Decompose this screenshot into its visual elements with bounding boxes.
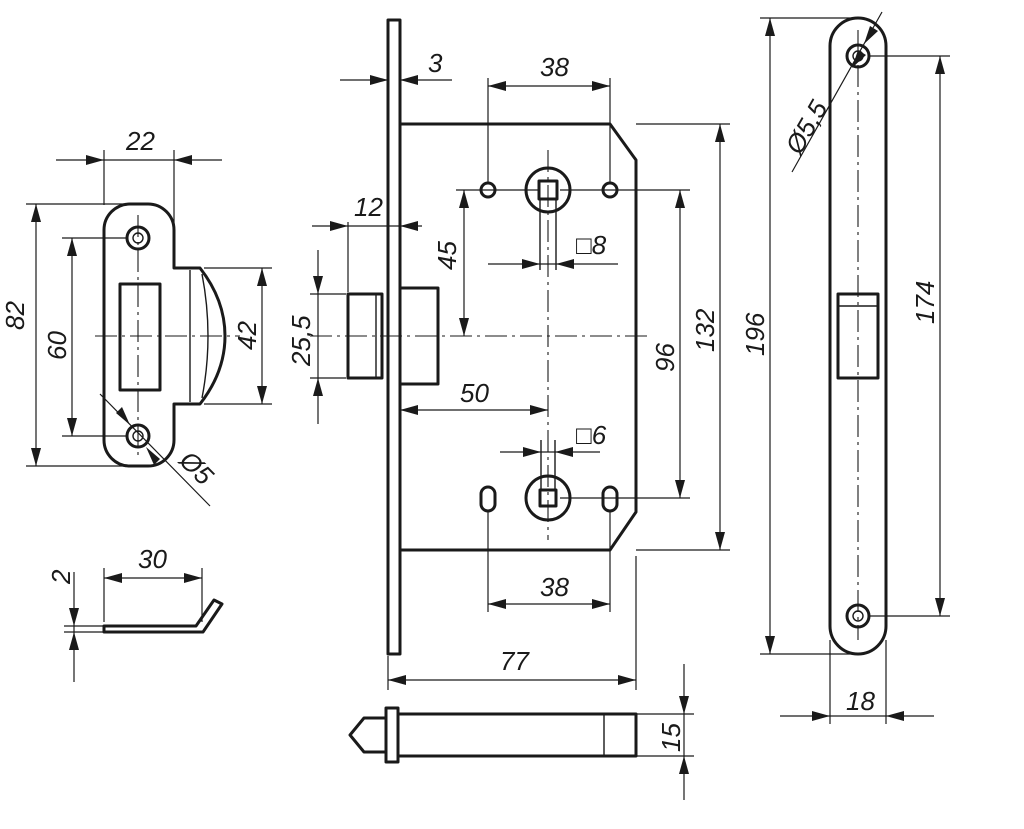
spindle-square-label: □8 (576, 230, 607, 260)
latch-offset-label: 12 (354, 192, 383, 222)
profile-width-label: 30 (138, 544, 167, 574)
faceplate-hole-spacing-label: 174 (910, 281, 940, 324)
handle-to-latch-label: 45 (432, 241, 462, 270)
strike-plate-profile: 2 30 (46, 544, 224, 682)
top-holes-spacing-label: 38 (540, 52, 569, 82)
backset-label: 50 (460, 378, 489, 408)
strike-plate-front-view (95, 202, 240, 468)
thumbturn-square-label: □6 (576, 420, 607, 450)
lock-body-front-view (310, 18, 650, 656)
strike-hole-diameter-label: Ø5 (173, 444, 220, 491)
faceplate-height-label: 196 (740, 312, 770, 356)
strike-lip-height-label: 42 (232, 321, 262, 350)
body-height-label: 132 (690, 308, 720, 352)
strike-height-label: 82 (0, 301, 30, 330)
body-depth-label: 77 (500, 646, 530, 676)
lock-body-dimensions: 3 38 12 45 □8 25,5 5 (286, 48, 730, 690)
strike-hole-spacing-label: 60 (42, 331, 72, 360)
faceplate-width-label: 18 (846, 686, 875, 716)
faceplate-hole-diameter-label: Ø5,5 (779, 95, 834, 160)
handle-centers-label: 96 (650, 343, 680, 372)
latch-height-label: 25,5 (286, 315, 316, 367)
profile-thickness-label: 2 (46, 569, 76, 585)
strike-plate-dimensions: 22 82 60 42 Ø5 (0, 126, 272, 507)
faceplate-front-view (828, 16, 888, 656)
bolt-side-view: 15 (348, 664, 694, 800)
bolt-thickness-label: 15 (656, 723, 686, 752)
faceplate-dimensions: 196 174 Ø5,5 18 (740, 11, 950, 724)
faceplate-thickness-label: 3 (428, 48, 443, 78)
bottom-holes-spacing-label: 38 (540, 572, 569, 602)
strike-width-label: 22 (125, 126, 155, 156)
